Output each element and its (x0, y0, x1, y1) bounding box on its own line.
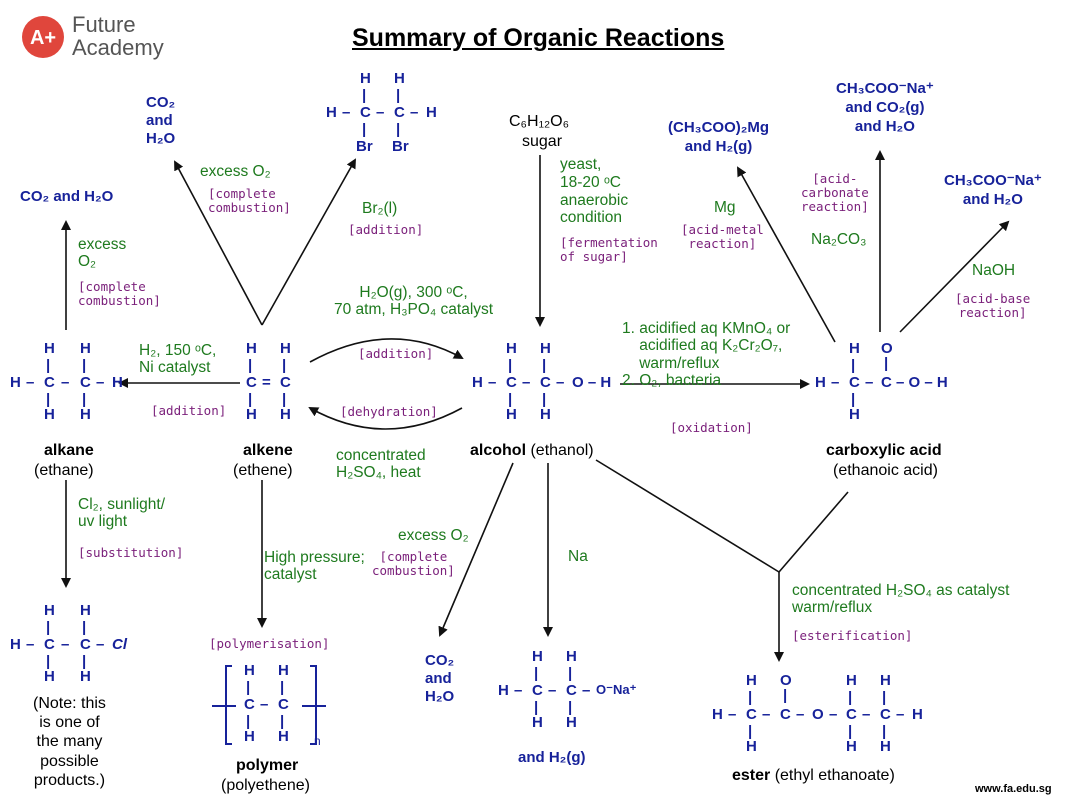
alcohol-combustion-type: [complete combustion] (372, 549, 455, 578)
page-title: Summary of Organic Reactions (352, 24, 725, 52)
glucose-formula: C₆H₁₂O₆ (509, 113, 570, 130)
dehydration-type: [dehydration] (340, 404, 438, 419)
sodium-ethanoate-carbonate-product: CH₃COO⁻Na⁺ and CO₂(g) and H₂O (836, 80, 934, 135)
ethyl-ethanoate-structure: H O H H | | | | H – C – C – O – C – C – … (712, 672, 923, 755)
alcohol-combustion-condition: excess O₂ (398, 527, 469, 544)
acid-sublabel: (ethanoic acid) (833, 462, 938, 479)
acid-metal-type: [acid-metal reaction] (681, 222, 764, 251)
esterification-condition: concentrated H₂SO₄ as catalyst warm/refl… (792, 582, 1010, 617)
substitution-condition: Cl₂, sunlight/ uv light (78, 496, 165, 531)
alcohol-combustion-product: CO₂ and H₂O (425, 652, 455, 705)
ethanol-structure: H H | | H – C – C – O – H | | H H (472, 340, 612, 423)
arrow-alkene-bromine (261, 158, 356, 326)
oxidation-condition: 1. acidified aq KMnO₄ or acidified aq K₂… (622, 320, 791, 390)
alkene-combustion-type: [complete combustion] (208, 186, 291, 215)
sodium-ethanoate-base-product: CH₃COO⁻Na⁺ and H₂O (944, 172, 1042, 208)
alkane-combustion-product: CO₂ and H₂O (20, 188, 114, 205)
ester-name: ester (732, 767, 771, 784)
line-acid-to-ester (778, 491, 849, 573)
esterification-type: [esterification] (792, 628, 913, 643)
alcohol-label: alcohol (ethanol) (470, 442, 594, 460)
svg-text:A+: A+ (30, 27, 56, 49)
bromine-addition-type: [addition] (348, 222, 424, 237)
alkene-label: alkene (243, 442, 293, 459)
ethene-structure: H H | | C = C | | H H (246, 340, 291, 423)
ethanoic-acid-structure: H O | | H – C – C – O – H | H (815, 340, 948, 423)
acid-base-type: [acid-base reaction] (955, 291, 1031, 320)
ester-label: ester (ethyl ethanoate) (732, 767, 895, 785)
hydrogen-gas-product: and H₂(g) (518, 749, 586, 766)
sugar-label: sugar (522, 133, 563, 150)
polyethene-structure: H H | | C – C | | H H n (244, 662, 321, 748)
substitution-type: [substitution] (78, 545, 184, 560)
magnesium-ethanoate-product: (CH₃COO)₂Mg and H₂(g) (668, 119, 770, 155)
logo-mark-icon: A+ (22, 16, 64, 58)
arrow-acid-mg (737, 166, 836, 343)
website-url: www.fa.edu.sg (975, 783, 1052, 795)
alkene-sublabel: (ethene) (233, 462, 293, 479)
line-alcohol-to-ester (595, 459, 780, 573)
polymerisation-condition: High pressure; catalyst (264, 549, 365, 584)
co2-water-product: CO₂ and H₂O (146, 94, 176, 147)
chloroethane-structure: H H | | H – C – C – Cl | | H H (10, 602, 127, 685)
ester-sublabel: (ethyl ethanoate) (770, 767, 895, 784)
arrow-acid-base (899, 220, 1010, 333)
substitution-note: (Note: this is one of the many possible … (33, 695, 106, 789)
polymerisation-type: [polymerisation] (209, 636, 330, 651)
polymer-label: polymer (236, 757, 299, 774)
alkene-combustion-condition: excess O₂ (200, 163, 271, 180)
polymer-brackets (212, 665, 326, 745)
brand-name-line1: Future (72, 12, 136, 37)
acid-carbonate-type: [acid- carbonate reaction] (801, 171, 869, 214)
alkane-label: alkane (44, 442, 94, 459)
arrow-hydration (309, 338, 464, 363)
hydration-condition: H₂O(g), 300 ᵒC, 70 atm, H₃PO₄ catalyst (334, 284, 494, 319)
naoh-condition: NaOH (972, 262, 1016, 279)
dibromoethane-structure: H H | | H – C – C – H | | Br Br (326, 70, 437, 155)
brand-logo: A+ Future Academy (20, 12, 180, 64)
alcohol-name: alcohol (470, 442, 527, 459)
alkane-sublabel: (ethane) (34, 462, 94, 479)
polymer-sublabel: (polyethene) (221, 777, 310, 794)
sodium-ethoxide-structure: H H | | H – C – C – O⁻Na⁺ | | H H (498, 648, 637, 731)
carbonate-condition: Na₂CO₃ (811, 231, 867, 248)
fermentation-condition: yeast, 18-20 ᵒC anaerobic condition (560, 156, 629, 227)
acid-label: carboxylic acid (826, 442, 942, 459)
fermentation-type: [fermentation of sugar] (560, 235, 658, 264)
sodium-condition: Na (568, 548, 588, 565)
hydrogenation-addition-type: [addition] (151, 403, 227, 418)
bromine-condition: Br₂(l) (362, 200, 398, 217)
arrow-alkene-combustion (174, 160, 263, 326)
oxidation-type: [oxidation] (670, 420, 753, 435)
hydration-addition-type: [addition] (358, 346, 434, 361)
brand-name-line2: Academy (72, 35, 164, 60)
hydrogenation-condition: H₂, 150 ᵒC, Ni catalyst (139, 342, 217, 377)
arrow-dehydration (308, 407, 463, 430)
ethane-structure: H H | | H – C – C – H | | H H (10, 340, 123, 423)
mg-condition: Mg (714, 199, 736, 216)
dehydration-condition: concentrated H₂SO₄, heat (336, 447, 426, 482)
alcohol-sublabel: (ethanol) (526, 442, 594, 459)
alkane-combustion-condition: excess O₂ (78, 236, 127, 271)
alkane-combustion-type: [complete combustion] (78, 279, 161, 308)
arrow-alcohol-combustion (438, 462, 514, 637)
